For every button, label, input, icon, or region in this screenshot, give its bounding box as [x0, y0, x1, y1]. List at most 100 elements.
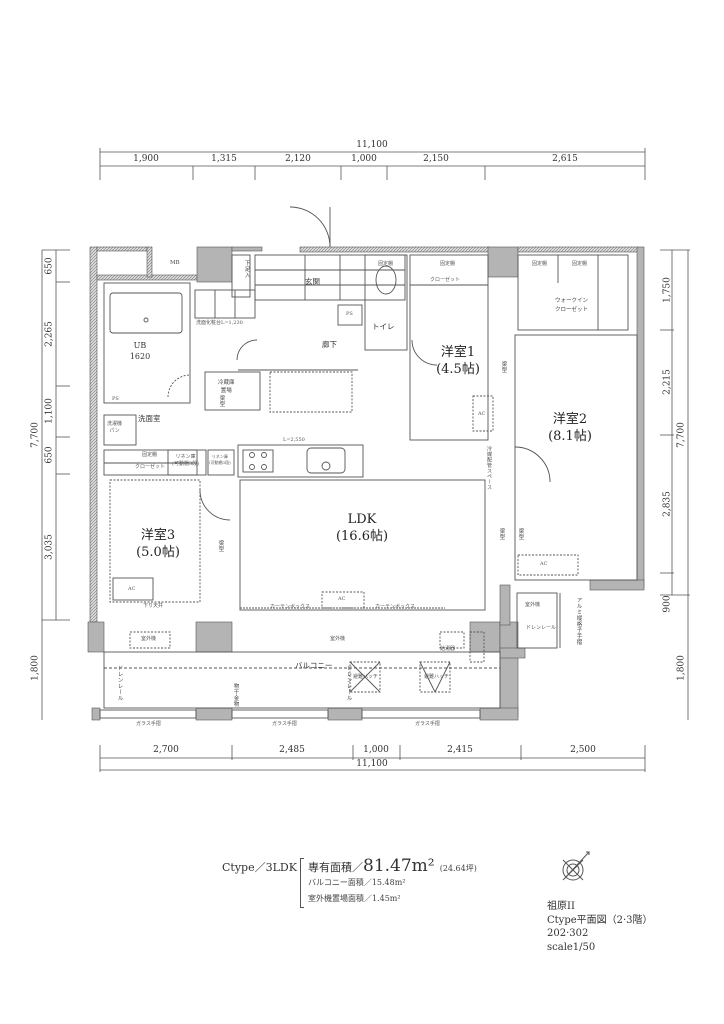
- compass-icon: [562, 851, 590, 881]
- label-fixed-shelf-4: 固定棚: [142, 452, 158, 458]
- label-drain-rail: ドレンレール: [526, 625, 557, 631]
- left-dim-1: 650: [44, 257, 55, 275]
- left-dim-3: 1,100: [44, 398, 55, 424]
- room-ldk: LDK (16.6帖): [336, 512, 388, 546]
- top-dim-1: 1,900: [133, 154, 159, 164]
- right-dim-3: 2,835: [662, 491, 673, 517]
- bottom-dim-5: 2,500: [570, 745, 596, 755]
- right-dim-total: 7,700: [676, 422, 687, 448]
- room-western2-name: 洋室2: [552, 412, 588, 427]
- room-western1: 洋室1 (4.5帖): [436, 345, 480, 379]
- top-dim-6: 2,615: [552, 154, 578, 164]
- room-western2-size: (8.1帖): [548, 428, 592, 444]
- outdoor-unit-area: 室外機置場面積／1.45m²: [308, 894, 401, 903]
- label-beam-3: 梁型: [498, 528, 505, 540]
- label-beam-2: 梁型: [217, 540, 224, 552]
- room-ldk-size: (16.6帖): [335, 528, 389, 544]
- bottom-dim-2: 2,485: [279, 745, 305, 755]
- left-dim-balcony: 1,800: [30, 655, 41, 681]
- top-dim-total: 11,100: [356, 140, 388, 150]
- balcony-area: バルコニー面積／15.48m²: [308, 878, 406, 887]
- label-beam-1: 梁型: [218, 395, 225, 407]
- label-closet-1: クローゼット: [430, 277, 461, 283]
- label-drain-rail-3: ドレンレール: [345, 665, 352, 701]
- label-fridge: 冷蔵庫 置場: [218, 380, 235, 394]
- top-dimension-lines: [99, 148, 646, 180]
- right-dim-1: 1,750: [662, 277, 673, 303]
- bottom-dim-total: 11,100: [356, 759, 388, 769]
- label-washer: 洗濯機 パン: [107, 421, 123, 434]
- legend-units: 202·302: [547, 928, 589, 939]
- room-balcony: バルコニー: [295, 661, 333, 670]
- label-hatch-1: 避難ハッチ: [353, 674, 379, 680]
- label-curtain-box-1: カーテンボックス: [270, 604, 310, 610]
- label-ac-western3: AC: [128, 586, 136, 592]
- room-western1-size: (4.5帖): [436, 361, 480, 377]
- label-alu-rail: アルミ縦格子手摺: [575, 597, 582, 645]
- label-fixed-shelf-3: 固定棚: [572, 261, 588, 267]
- room-entrance: 玄関: [305, 277, 320, 286]
- room-ub-name: UB: [133, 341, 147, 350]
- label-ac-ldk: AC: [338, 596, 346, 602]
- label-ac-western1: AC: [478, 411, 486, 417]
- exclusive-area-row: 専有面積／81.47m² (24.64坪): [308, 858, 477, 875]
- exclusive-area-label: 専有面積／: [308, 861, 363, 874]
- label-glass-rail-2: ガラス手摺: [272, 721, 297, 727]
- top-dim-2: 1,315: [211, 154, 237, 164]
- top-dim-3: 2,120: [285, 154, 311, 164]
- label-glass-rail-1: ガラス手摺: [136, 721, 161, 727]
- legend-building: 祖原II: [547, 901, 575, 912]
- bottom-dim-4: 2,415: [447, 745, 473, 755]
- room-hallway: 廊下: [322, 340, 337, 349]
- left-dim-total: 7,700: [30, 422, 41, 448]
- right-dim-2: 2,215: [662, 369, 673, 395]
- label-curtain-box-2: カーテンボックス: [375, 604, 415, 610]
- label-laundry-1: 物干金物: [232, 683, 239, 707]
- label-lowered-ceiling: 下り天井: [143, 603, 164, 609]
- walls: [87, 246, 645, 721]
- room-walkin: ウォークイン クローゼット: [555, 298, 589, 313]
- label-outdoor-unit-2: 室外機: [330, 636, 346, 642]
- room-toilet: トイレ: [372, 322, 395, 331]
- label-water-heater: 給湯器: [440, 646, 456, 652]
- room-western3-name: 洋室3: [140, 528, 176, 543]
- right-dimension-lines: [660, 249, 690, 720]
- room-washroom: 洗面室: [138, 414, 161, 423]
- unit-type: Ctype／3LDK: [222, 861, 297, 874]
- label-hatch-2: 避難ハッチ: [424, 674, 450, 680]
- room-western3-size: (5.0帖): [136, 544, 180, 560]
- right-dim-4: 900: [662, 595, 673, 613]
- left-dimension-lines: [41, 249, 70, 720]
- label-linen-1: リネン庫 (可動棚3段): [172, 454, 200, 467]
- label-shoe-box: 下足入: [243, 260, 250, 278]
- label-glass-rail-3: ガラス手摺: [415, 721, 440, 727]
- room-ub-size: 1620: [129, 352, 151, 362]
- top-dim-4: 1,000: [351, 154, 377, 164]
- room-western3: 洋室3 (5.0帖): [136, 528, 180, 562]
- label-ps-hall: PS: [346, 311, 353, 317]
- label-mb: MB: [170, 260, 180, 266]
- label-beam-5: 梁型: [500, 361, 507, 373]
- label-ac-western2: AC: [540, 561, 548, 567]
- exclusive-area-tsubo: (24.64坪): [439, 864, 477, 873]
- bottom-dimension-lines: [99, 745, 646, 772]
- label-kitchen-length: L=2,550: [283, 437, 305, 443]
- info-bracket: [300, 858, 304, 908]
- right-dim-balcony: 1,800: [676, 655, 687, 681]
- label-outdoor-unit-3: 室外機: [525, 602, 541, 608]
- room-western1-name: 洋室1: [440, 345, 476, 360]
- label-fixed-shelf-5: 固定棚: [378, 261, 394, 267]
- legend-plan-title: Ctype平面図（2·3階）: [547, 914, 653, 926]
- plan-legend: 祖原II Ctype平面図（2·3階） 202·302 scale1/50: [547, 900, 653, 954]
- left-dim-2: 2,265: [44, 321, 55, 347]
- exclusive-area-value: 81.47m²: [363, 856, 435, 876]
- left-dim-5: 3,035: [44, 534, 55, 560]
- label-drain-rail-2: ドレンレール: [116, 665, 123, 701]
- bottom-dim-3: 1,000: [363, 745, 389, 755]
- label-fixed-shelf-1: 固定棚: [440, 261, 456, 267]
- room-western2: 洋室2 (8.1帖): [548, 412, 592, 446]
- label-ac-pipe: 冷媒配管スペース: [486, 446, 492, 490]
- interior-walls: [99, 206, 638, 719]
- top-dim-5: 2,150: [423, 154, 449, 164]
- room-ldk-name: LDK: [347, 512, 377, 527]
